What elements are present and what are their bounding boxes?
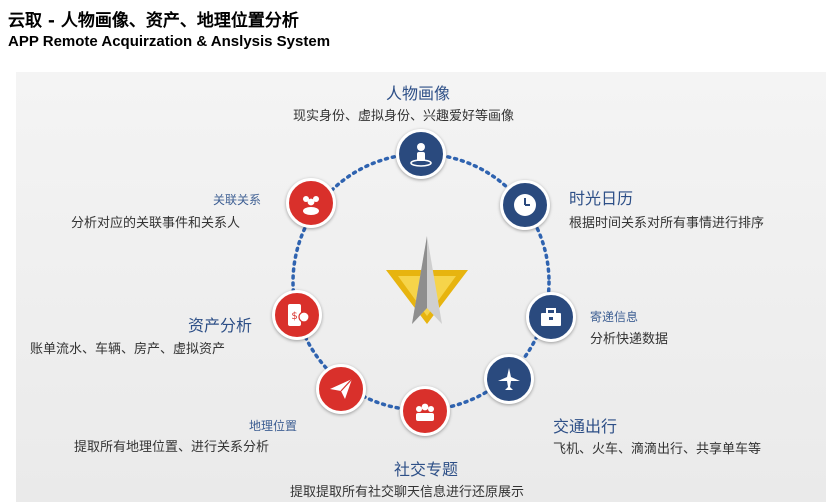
transport-title: 交通出行 [553,417,618,436]
social-title: 社交专题 [394,460,459,479]
relations-node[interactable] [286,178,336,228]
location-node[interactable] [316,364,366,414]
express-desc: 分析快递数据 [590,332,669,347]
assets-node[interactable]: $ [272,290,322,340]
express-title: 寄递信息 [590,310,639,324]
timeline-desc: 根据时间关系对所有事情进行排序 [569,216,765,231]
diagram-panel: $ 人物画像 现实身份、虚拟身份、兴趣爱好等画像 时光日历 根据时间关系对所有事… [16,72,826,502]
social-node[interactable] [400,386,450,436]
timeline-title: 时光日历 [569,189,634,208]
svg-text:$: $ [291,311,297,322]
airplane-icon [498,368,520,390]
toolbox-icon [541,308,561,326]
timeline-node[interactable] [500,180,550,230]
express-node[interactable] [526,292,576,342]
profile-node[interactable] [396,129,446,179]
location-title: 地理位置 [249,419,298,433]
relations-desc: 分析对应的关联事件和关系人 [71,216,241,231]
page-subtitle: APP Remote Acquirzation & Anslysis Syste… [8,33,331,50]
paper-plane-icon [330,378,353,399]
social-group-icon [416,403,434,421]
money-phone-icon: $ [288,304,310,326]
profile-title: 人物画像 [386,84,451,103]
profile-desc: 现实身份、虚拟身份、兴趣爱好等画像 [293,109,515,124]
relations-title: 关联关系 [213,193,262,207]
center-logo [386,236,468,324]
assets-desc: 账单流水、车辆、房产、虚拟资产 [30,342,226,357]
transport-desc: 飞机、火车、滴滴出行、共享单车等 [553,442,762,457]
clock-icon [514,194,536,216]
location-desc: 提取所有地理位置、进行关系分析 [74,440,270,455]
transport-node[interactable] [484,354,534,404]
assets-title: 资产分析 [188,316,253,335]
person-icon [410,143,432,167]
people-group-icon [303,196,319,215]
page-title: 云取 - 人物画像、资产、地理位置分析 [8,11,299,31]
social-desc: 提取提取所有社交聊天信息进行还原展示 [290,485,525,500]
